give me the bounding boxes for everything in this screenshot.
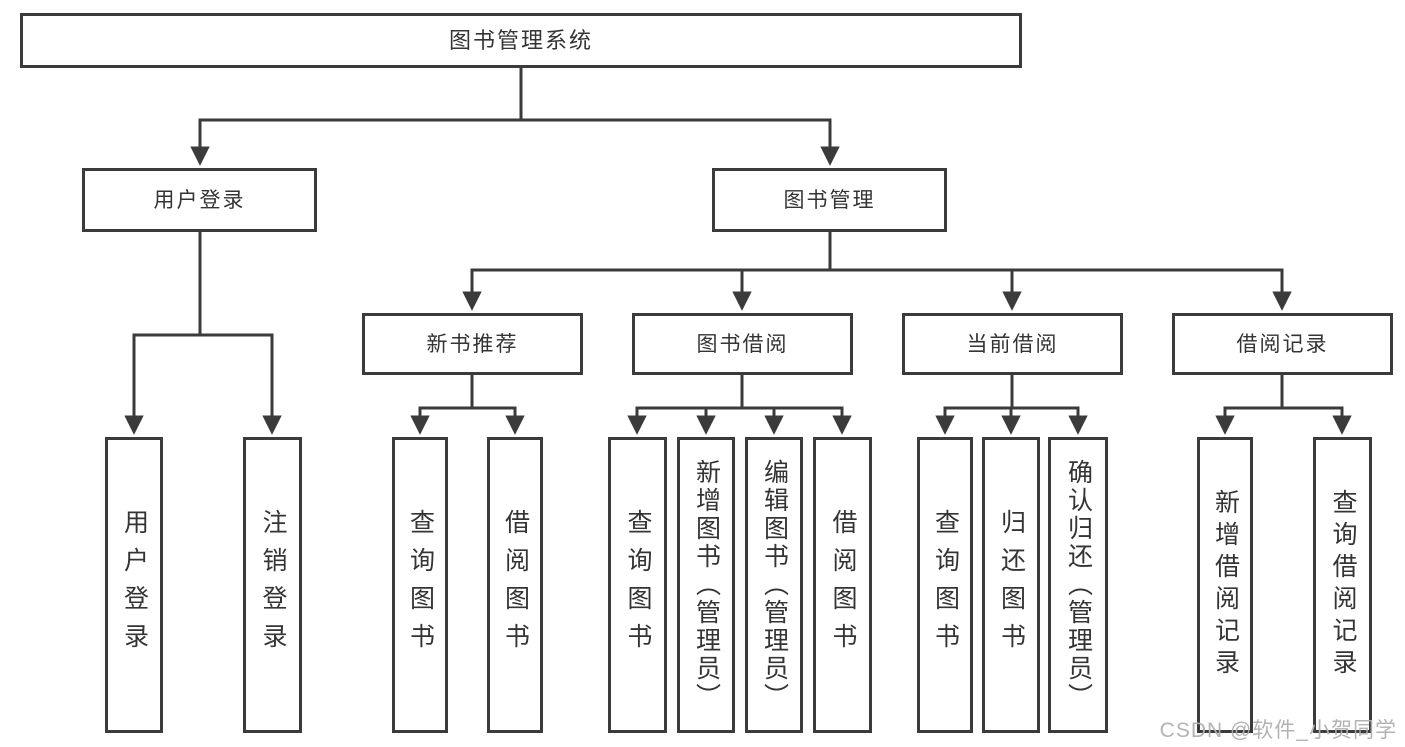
node-book-management: 图书管理: [712, 168, 947, 232]
leaf-query-books-1-label: 查询图书: [406, 509, 435, 661]
node-current-borrowing: 当前借阅: [902, 313, 1123, 375]
node-root: 图书管理系统: [20, 13, 1022, 68]
leaf-query-books-2: 查询图书: [608, 437, 667, 733]
node-book-management-label: 图书管理: [783, 188, 876, 212]
leaf-edit-books-admin: 编辑图书（管理员）: [745, 437, 803, 733]
leaf-borrow-books-2-label: 借阅图书: [829, 509, 857, 661]
node-borrow-records-label: 借阅记录: [1236, 332, 1329, 356]
leaf-edit-books-admin-label: 编辑图书（管理员）: [760, 459, 789, 711]
node-new-book-recommend-label: 新书推荐: [426, 332, 519, 356]
leaf-query-books-2-label: 查询图书: [624, 509, 652, 661]
leaf-query-borrow-record-label: 查询借阅记录: [1329, 489, 1357, 681]
leaf-borrow-books-2: 借阅图书: [813, 437, 872, 733]
leaf-query-borrow-record: 查询借阅记录: [1313, 437, 1372, 733]
leaf-confirm-return-admin: 确认归还（管理员）: [1048, 437, 1108, 733]
node-book-borrowing-label: 图书借阅: [696, 332, 789, 356]
leaf-return-books: 归还图书: [982, 437, 1040, 733]
node-user-login-label: 用户登录: [153, 188, 246, 212]
node-borrow-records: 借阅记录: [1172, 313, 1393, 375]
leaf-query-books-3-label: 查询图书: [931, 509, 960, 661]
leaf-borrow-books-1-label: 借阅图书: [501, 509, 530, 661]
node-new-book-recommend: 新书推荐: [362, 313, 583, 375]
leaf-add-borrow-record: 新增借阅记录: [1197, 437, 1253, 733]
leaf-user-login: 用户登录: [105, 437, 163, 733]
leaf-borrow-books-1: 借阅图书: [487, 437, 543, 733]
node-book-borrowing: 图书借阅: [632, 313, 853, 375]
leaf-add-borrow-record-label: 新增借阅记录: [1211, 489, 1240, 681]
leaf-add-books-admin: 新增图书（管理员）: [677, 437, 735, 733]
leaf-logout-label: 注销登录: [259, 509, 287, 661]
leaf-user-login-label: 用户登录: [120, 509, 149, 661]
leaf-query-books-1: 查询图书: [392, 437, 448, 733]
leaf-query-books-3: 查询图书: [917, 437, 973, 733]
leaf-add-books-admin-label: 新增图书（管理员）: [692, 459, 721, 711]
leaf-logout: 注销登录: [243, 437, 302, 733]
leaf-return-books-label: 归还图书: [997, 509, 1026, 661]
leaf-confirm-return-admin-label: 确认归还（管理员）: [1064, 459, 1093, 711]
node-current-borrowing-label: 当前借阅: [966, 332, 1059, 356]
node-user-login: 用户登录: [82, 168, 317, 232]
node-root-label: 图书管理系统: [448, 27, 593, 53]
